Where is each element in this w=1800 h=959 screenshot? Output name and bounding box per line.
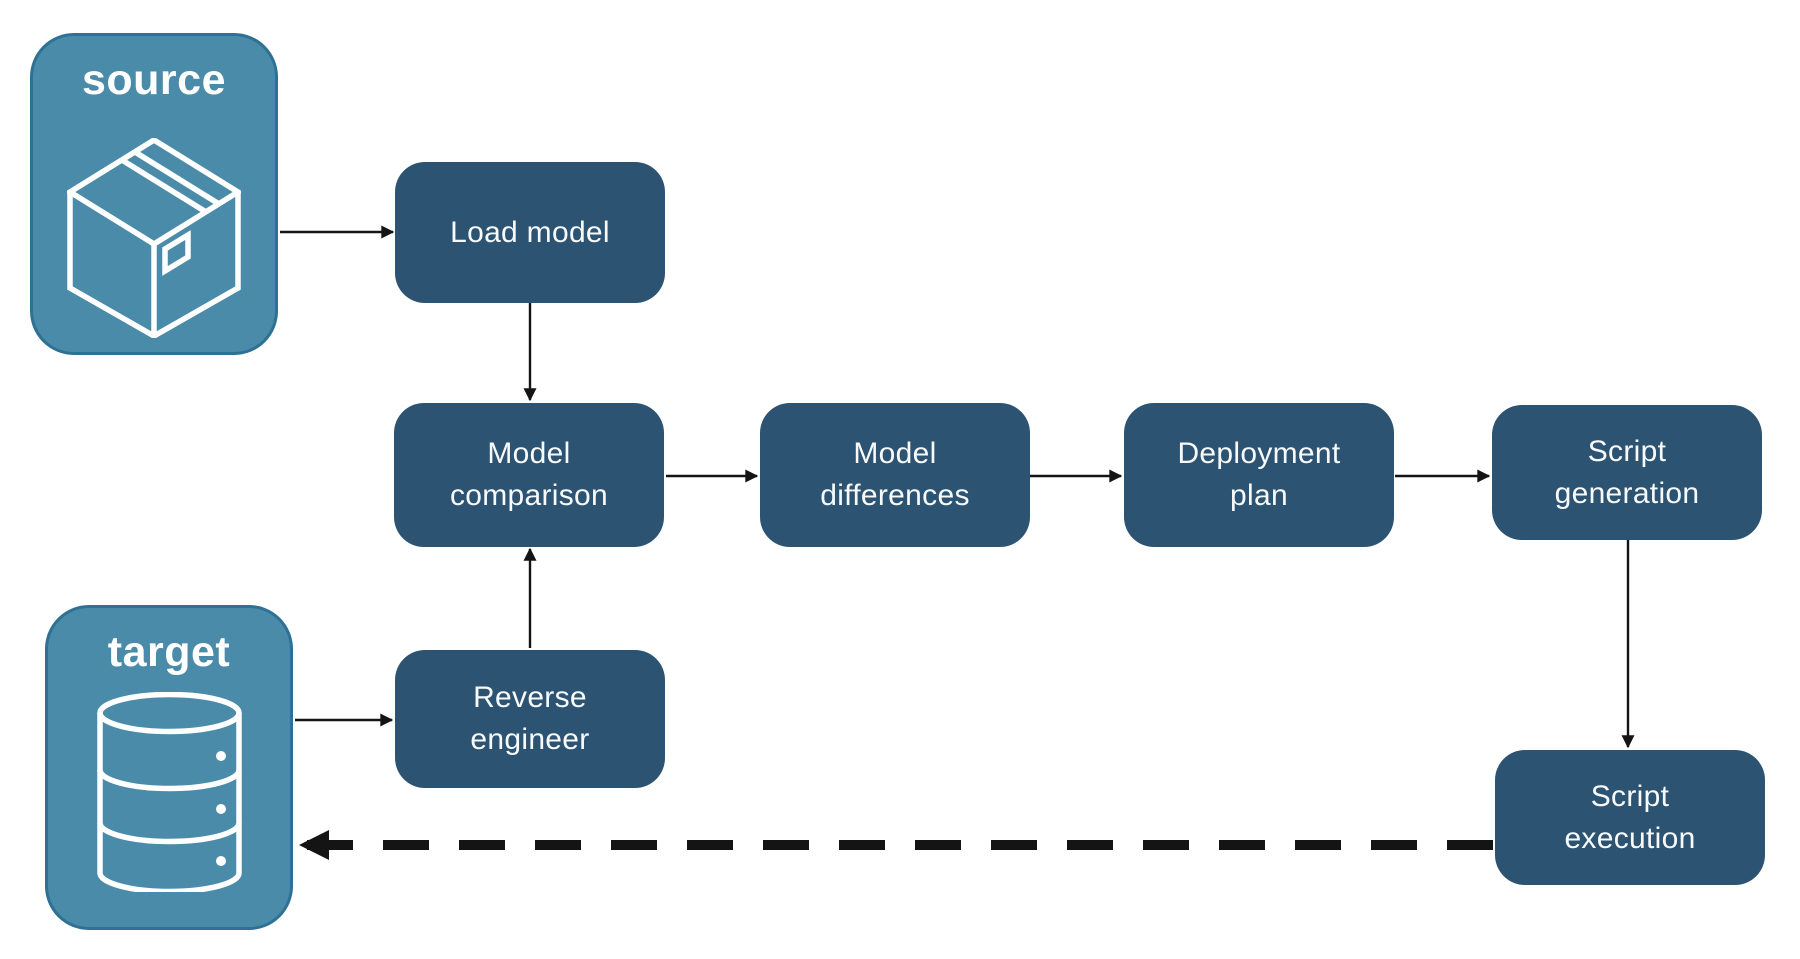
package-icon <box>67 138 241 338</box>
node-label: Script generation <box>1554 434 1700 510</box>
source-label: source <box>81 56 226 104</box>
database-icon <box>96 692 242 892</box>
node-script-execution: Script execution <box>1495 750 1765 885</box>
node-label: Model comparison <box>449 437 609 512</box>
node-label: Deployment plan <box>1177 437 1341 512</box>
node-reverse-engineer: Reverse engineer <box>395 650 665 788</box>
node-deployment-plan: Deployment plan <box>1124 403 1394 547</box>
node-script-generation: Script generation <box>1492 405 1762 540</box>
node-source: source <box>30 33 278 355</box>
node-label: Reverse engineer <box>470 681 590 756</box>
node-label: Script execution <box>1564 779 1696 855</box>
node-label: Load model <box>450 215 610 249</box>
node-label: Model differences <box>820 437 970 512</box>
node-model-comparison: Model comparison <box>394 403 664 547</box>
node-target: target <box>45 605 293 930</box>
node-load-model: Load model <box>395 162 665 303</box>
node-model-differences: Model differences <box>760 403 1030 547</box>
target-label: target <box>107 628 231 676</box>
